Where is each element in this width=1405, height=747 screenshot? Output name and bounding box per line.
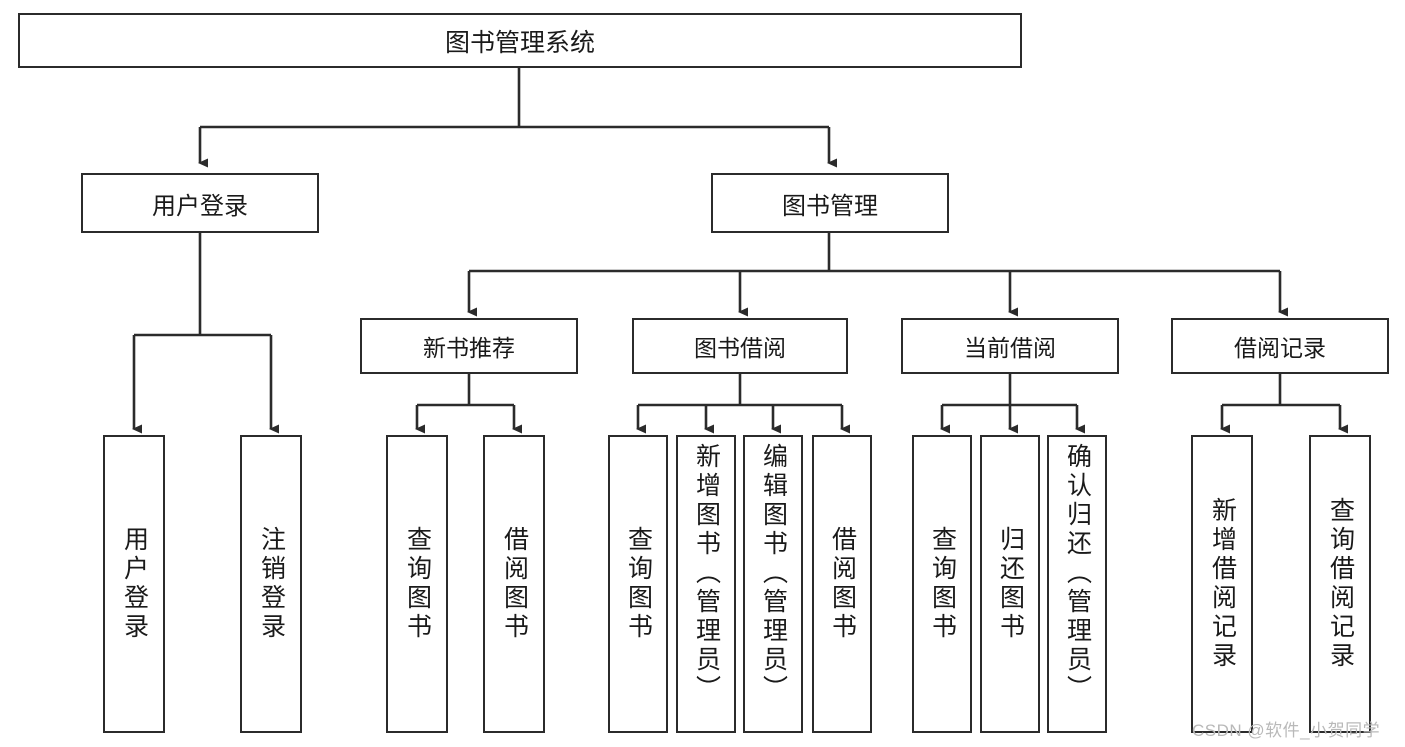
leaf-recommend-query-book[interactable]: 查询图书 [386, 435, 448, 733]
leaf-borrow-query-book[interactable]: 查询图书 [608, 435, 668, 733]
node-label: 用户登录 [120, 526, 149, 642]
node-label: 图书借阅 [694, 335, 786, 361]
node-label: 确认归还（管理员） [1063, 443, 1092, 704]
node-label: 查询借阅记录 [1326, 497, 1355, 671]
node-new-book-recommend[interactable]: 新书推荐 [360, 318, 578, 374]
leaf-borrow-edit-book-admin[interactable]: 编辑图书（管理员） [743, 435, 803, 733]
leaf-record-query-borrow-record[interactable]: 查询借阅记录 [1309, 435, 1371, 733]
node-label: 新增借阅记录 [1208, 497, 1237, 671]
node-book-management[interactable]: 图书管理 [711, 173, 949, 233]
node-current-borrow[interactable]: 当前借阅 [901, 318, 1119, 374]
leaf-record-add-borrow-record[interactable]: 新增借阅记录 [1191, 435, 1253, 733]
leaf-current-return-book[interactable]: 归还图书 [980, 435, 1040, 733]
node-label: 图书管理系统 [444, 28, 595, 57]
leaf-borrow-borrow-book[interactable]: 借阅图书 [812, 435, 872, 733]
leaf-current-confirm-return-admin[interactable]: 确认归还（管理员） [1047, 435, 1107, 733]
node-borrow-record[interactable]: 借阅记录 [1171, 318, 1389, 374]
node-label: 借阅记录 [1234, 335, 1326, 361]
node-label: 新书推荐 [423, 335, 515, 361]
leaf-borrow-add-book-admin[interactable]: 新增图书（管理员） [676, 435, 736, 733]
csdn-watermark: CSDN @软件_小贺同学 [1192, 721, 1381, 740]
node-label: 查询图书 [928, 526, 957, 642]
node-label: 查询图书 [403, 526, 432, 642]
node-book-borrow[interactable]: 图书借阅 [632, 318, 848, 374]
node-label: 归还图书 [996, 526, 1025, 642]
node-label: 借阅图书 [828, 526, 857, 642]
node-label: 借阅图书 [500, 526, 529, 642]
node-label: 编辑图书（管理员） [759, 443, 788, 704]
leaf-recommend-borrow-book[interactable]: 借阅图书 [483, 435, 545, 733]
node-label: 查询图书 [624, 526, 653, 642]
node-label: 新增图书（管理员） [692, 443, 721, 704]
leaf-current-query-book[interactable]: 查询图书 [912, 435, 972, 733]
node-root-system[interactable]: 图书管理系统 [18, 13, 1022, 68]
node-label: 图书管理 [782, 192, 878, 220]
node-label: 注销登录 [257, 526, 286, 642]
leaf-user-logout[interactable]: 注销登录 [240, 435, 302, 733]
node-label: 用户登录 [152, 192, 248, 220]
node-user-login[interactable]: 用户登录 [81, 173, 319, 233]
node-label: 当前借阅 [964, 335, 1056, 361]
leaf-user-login[interactable]: 用户登录 [103, 435, 165, 733]
